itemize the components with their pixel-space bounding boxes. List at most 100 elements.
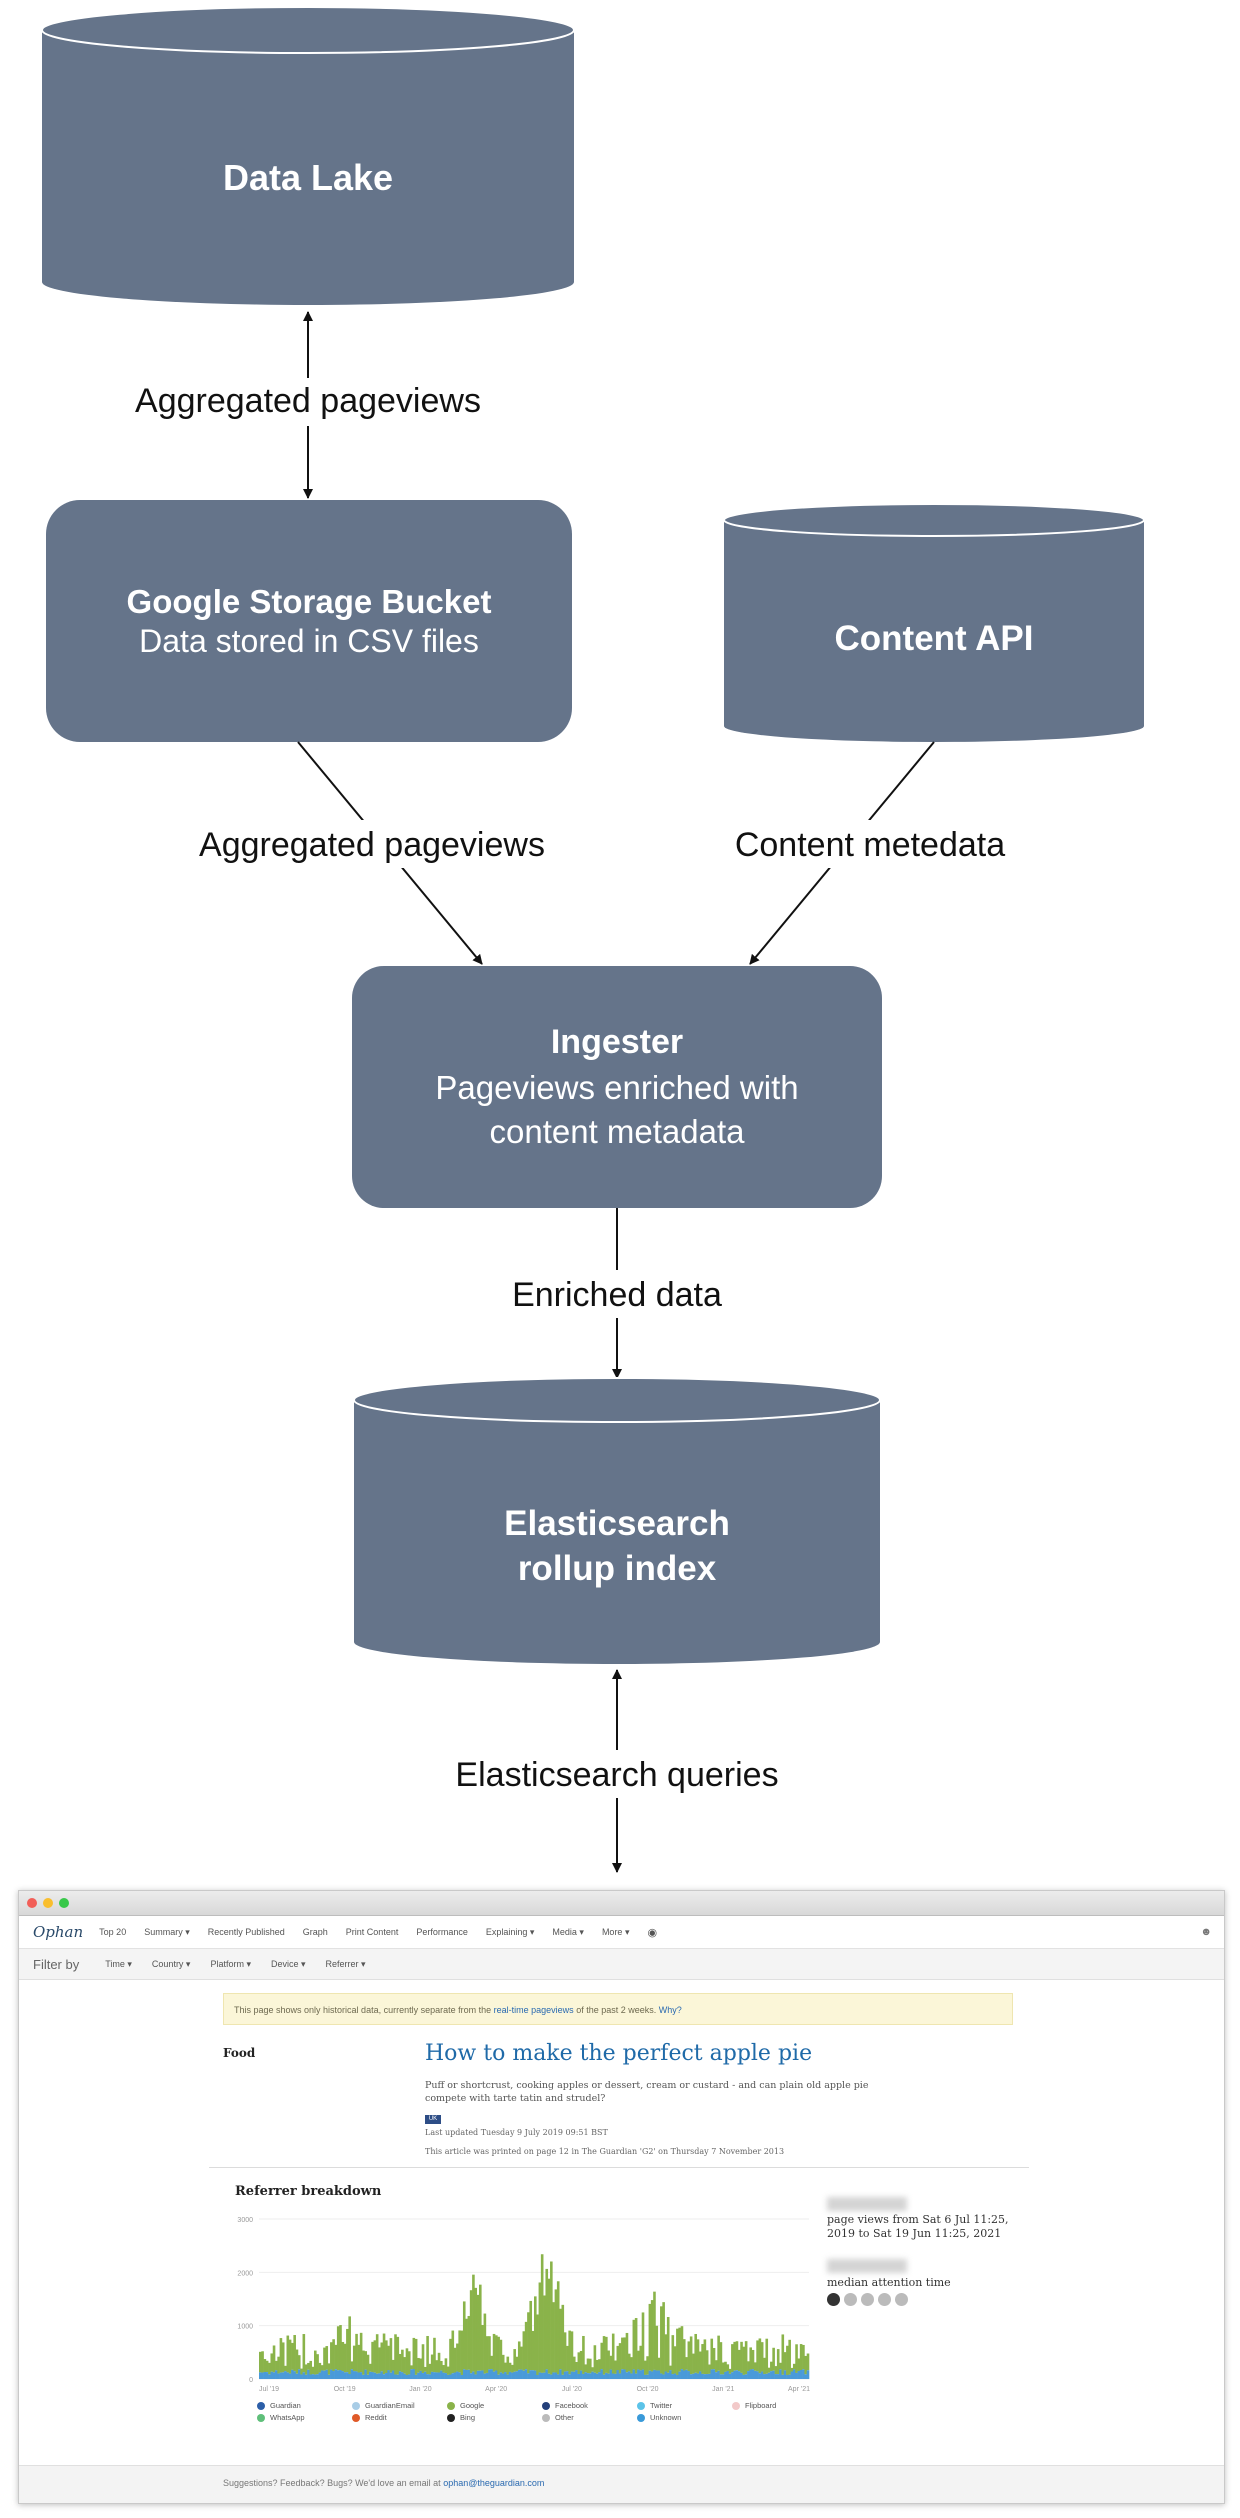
legend-item[interactable]: Reddit: [352, 2413, 447, 2422]
clock-icon[interactable]: [827, 2293, 840, 2306]
google-area-segment: [520, 2346, 523, 2370]
guardian-area-segment: [417, 2372, 420, 2379]
nav-media[interactable]: Media ▾: [552, 1926, 584, 1937]
guardian-area-segment: [572, 2371, 576, 2379]
guardian-area-segment: [389, 2372, 393, 2379]
guardian-area-segment: [751, 2369, 755, 2379]
filter-platform[interactable]: Platform ▾: [210, 1958, 251, 1969]
nav-more[interactable]: More ▾: [601, 1926, 630, 1937]
guardian-area-segment: [797, 2370, 801, 2379]
legend-item[interactable]: Unknown: [637, 2413, 732, 2422]
nav-performance[interactable]: Performance: [416, 1927, 468, 1937]
google-area-segment: [462, 2301, 466, 2370]
legend-item[interactable]: Google: [447, 2401, 542, 2410]
guardian-area-segment: [362, 2374, 365, 2379]
legend-item[interactable]: GuardianEmail: [352, 2401, 447, 2410]
filter-device[interactable]: Device ▾: [270, 1958, 306, 1969]
legend-item[interactable]: Twitter: [637, 2401, 732, 2410]
google-area-segment: [621, 2337, 624, 2370]
legend-item[interactable]: Facebook: [542, 2401, 637, 2410]
clock-icon[interactable]: [878, 2293, 891, 2306]
y-tick-label: 2000: [237, 2270, 253, 2277]
google-area-segment: [275, 2360, 278, 2371]
nav-print-content[interactable]: Print Content: [345, 1927, 399, 1937]
notice-realtime-link[interactable]: real-time pageviews: [493, 2005, 574, 2015]
nav-explaining[interactable]: Explaining ▾: [485, 1926, 535, 1937]
legend-label: Unknown: [650, 2413, 682, 2422]
guardian-area-segment: [311, 2374, 315, 2379]
legend-item[interactable]: Flipboard: [732, 2401, 827, 2410]
google-area-segment: [536, 2314, 539, 2375]
globe-icon[interactable]: ◉: [647, 1926, 658, 1939]
guardian-area-segment: [806, 2370, 810, 2379]
footer-email-link[interactable]: ophan@theguardian.com: [443, 2478, 545, 2488]
google-area-segment: [563, 2332, 567, 2372]
guardian-area-segment: [456, 2371, 459, 2379]
guardian-area-segment: [696, 2373, 700, 2379]
guardian-area-segment: [731, 2372, 734, 2379]
google-area-segment: [524, 2321, 528, 2370]
google-area-segment: [286, 2335, 290, 2373]
close-window-button[interactable]: [27, 1898, 37, 1908]
guardian-area-segment: [469, 2373, 473, 2379]
google-area-segment: [786, 2345, 789, 2375]
legend-item[interactable]: Bing: [447, 2413, 542, 2422]
clock-icon[interactable]: [895, 2293, 908, 2306]
guardian-area-segment: [568, 2374, 571, 2379]
legend-swatch: [637, 2401, 645, 2410]
nav-recently-published[interactable]: Recently Published: [207, 1927, 285, 1937]
maximize-window-button[interactable]: [59, 1898, 69, 1908]
google-area-segment: [293, 2335, 296, 2372]
google-area-segment: [602, 2336, 606, 2375]
user-icon[interactable]: ☻: [1200, 1926, 1212, 1938]
guardian-area-segment: [788, 2374, 791, 2379]
clock-icon[interactable]: [861, 2293, 874, 2306]
nav-summary[interactable]: Summary ▾: [144, 1926, 190, 1937]
ingester-node: Ingester Pageviews enriched with content…: [352, 966, 882, 1208]
nav-top-20[interactable]: Top 20: [99, 1927, 127, 1937]
ophan-logo[interactable]: Ophan: [33, 1923, 84, 1941]
google-area-segment: [779, 2362, 782, 2370]
google-area-segment: [756, 2340, 759, 2372]
google-area-segment: [687, 2341, 691, 2372]
notice-why-link[interactable]: Why?: [658, 2005, 682, 2015]
gcs-node: Google Storage Bucket Data stored in CSV…: [46, 500, 572, 742]
google-area-segment: [648, 2303, 652, 2371]
google-area-segment: [547, 2278, 551, 2374]
guardian-area-segment: [563, 2371, 567, 2379]
ingester-title: Ingester: [551, 1023, 683, 1061]
clock-icon[interactable]: [844, 2293, 857, 2306]
guardian-area-segment: [770, 2371, 773, 2379]
guardian-area-segment: [492, 2371, 496, 2379]
x-tick-label: Jan '20: [409, 2386, 431, 2393]
google-area-segment: [350, 2361, 354, 2370]
x-tick-label: Jan '21: [712, 2386, 734, 2393]
minimize-window-button[interactable]: [43, 1898, 53, 1908]
legend-item[interactable]: Guardian: [257, 2401, 352, 2410]
google-area-segment: [717, 2335, 720, 2371]
google-area-segment: [543, 2295, 546, 2373]
legend-item[interactable]: WhatsApp: [257, 2413, 352, 2422]
google-area-segment: [795, 2344, 798, 2373]
google-area-segment: [332, 2339, 335, 2372]
article-headline[interactable]: How to make the perfect apple pie: [425, 2041, 813, 2066]
guardian-area-segment: [589, 2373, 592, 2379]
google-area-segment: [589, 2358, 592, 2374]
guardian-area-segment: [476, 2370, 480, 2379]
guardian-area-segment: [330, 2369, 333, 2379]
guardian-area-segment: [318, 2372, 322, 2379]
google-area-segment: [733, 2341, 736, 2371]
guardian-area-segment: [699, 2371, 702, 2379]
filter-time[interactable]: Time ▾: [105, 1958, 132, 1969]
ingester-line3: content metadata: [489, 1113, 745, 1150]
nav-graph[interactable]: Graph: [302, 1927, 328, 1937]
legend-item[interactable]: Other: [542, 2413, 637, 2422]
guardian-area-segment: [616, 2370, 620, 2379]
google-area-segment: [735, 2341, 739, 2371]
filter-referrer[interactable]: Referrer ▾: [325, 1958, 366, 1969]
filter-country[interactable]: Country ▾: [151, 1958, 191, 1969]
google-area-segment: [444, 2358, 448, 2374]
google-area-segment: [538, 2282, 542, 2373]
guardian-area-segment: [504, 2372, 507, 2379]
google-area-segment: [559, 2308, 562, 2370]
